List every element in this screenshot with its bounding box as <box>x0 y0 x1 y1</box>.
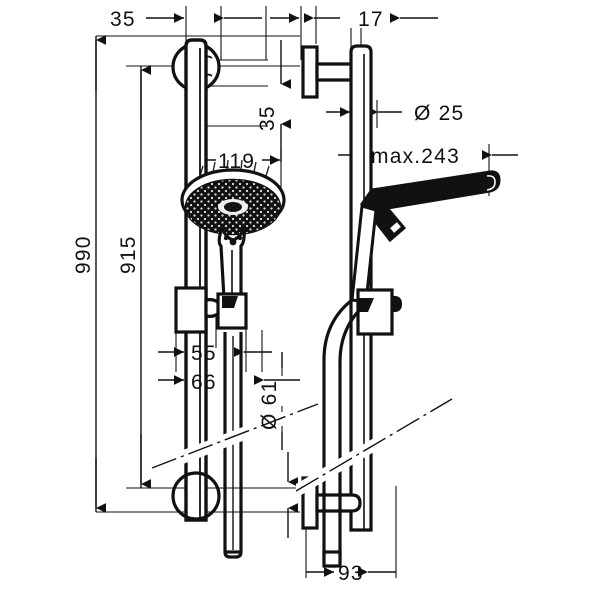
handle-button <box>223 235 243 246</box>
dim-label-dia61: Ø 61 <box>258 380 281 430</box>
holder-nub-side <box>392 295 402 313</box>
dim-label-915: 915 <box>117 235 140 274</box>
dim-label-max243: max.243 <box>371 145 460 168</box>
slide-bar <box>184 38 208 522</box>
top-wall-plate <box>301 45 319 99</box>
break-line-front <box>151 398 319 476</box>
hand-shower-side <box>350 170 501 304</box>
dim-label-55: 55 <box>191 342 217 365</box>
dim-label-dia25: Ø 25 <box>414 102 464 125</box>
shower-hose <box>223 332 243 559</box>
dim-label-119: 119 <box>218 150 255 173</box>
dimension-labels: 35 17 35 119 Ø 25 max.243 990 915 55 66 … <box>72 8 464 585</box>
center-jet <box>218 199 248 215</box>
side-elevation-view <box>295 44 501 568</box>
front-elevation-view <box>151 38 319 559</box>
dim-label-93: 93 <box>338 562 364 585</box>
dim-label-35-vertical: 35 <box>256 105 279 131</box>
dim-label-66: 66 <box>191 371 217 394</box>
bottom-wall-bracket <box>171 471 221 521</box>
shower-hose-side <box>322 298 368 568</box>
break-line-side <box>295 392 453 498</box>
dim-label-17: 17 <box>358 8 384 31</box>
dim-label-35-top: 35 <box>110 8 136 31</box>
dim-label-990: 990 <box>72 235 95 274</box>
head-top-ribs <box>199 159 270 177</box>
hand-shower-head <box>180 159 286 236</box>
shower-holder-slider <box>174 286 248 334</box>
